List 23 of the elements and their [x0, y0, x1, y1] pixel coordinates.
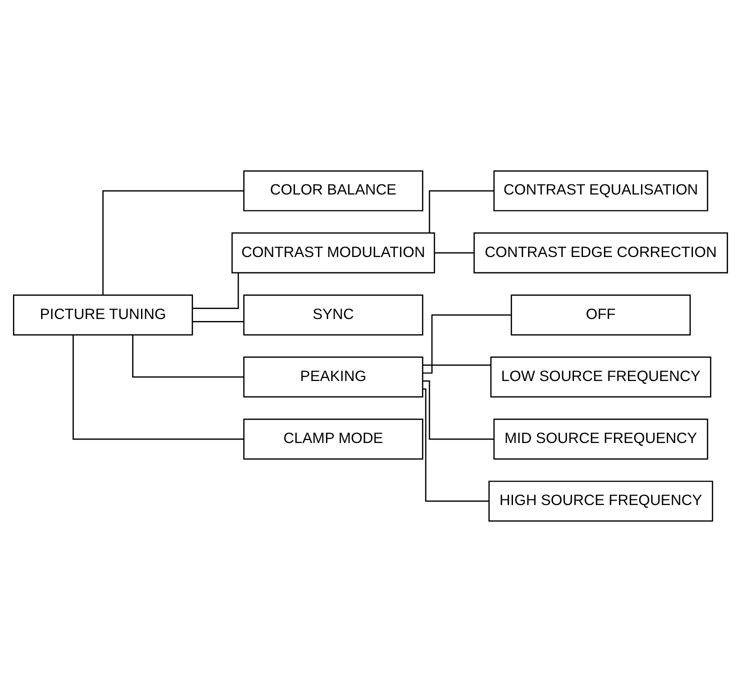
connector — [434, 252, 474, 254]
connector — [422, 380, 494, 440]
node-box: CLAMP MODE — [243, 418, 424, 460]
connector — [192, 272, 239, 308]
connector — [132, 334, 244, 378]
node-box: HIGH SOURCE FREQUENCY — [488, 480, 714, 522]
node-box: CONTRAST MODULATION — [231, 232, 436, 273]
node-box: PEAKING — [243, 356, 424, 398]
connector — [102, 190, 244, 295]
node-box: CONTRAST EDGE CORRECTION — [474, 232, 728, 273]
connector — [192, 320, 244, 322]
connector — [422, 364, 490, 366]
node-box: LOW SOURCE FREQUENCY — [490, 356, 712, 398]
node-box: MID SOURCE FREQUENCY — [493, 418, 708, 460]
node-box: OFF — [510, 294, 691, 335]
node-box: CONTRAST EQUALISATION — [493, 170, 708, 211]
node-box: COLOR BALANCE — [243, 170, 424, 211]
connector — [428, 190, 494, 232]
node-box: SYNC — [243, 294, 424, 335]
node-box: PICTURE TUNING — [12, 294, 193, 335]
connector — [422, 314, 511, 374]
connector — [422, 388, 489, 502]
connector — [72, 334, 244, 440]
